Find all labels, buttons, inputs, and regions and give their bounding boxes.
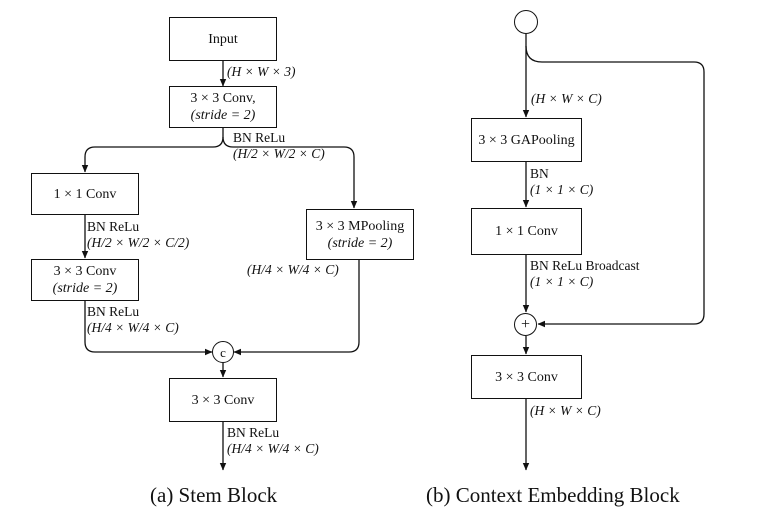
ce-conv3x3-label: 3 × 3 Conv [495, 369, 558, 385]
conv-stride-param: (stride = 2) [190, 108, 256, 123]
concat-node: c [212, 341, 234, 363]
gap-label: 3 × 3 GAPooling [478, 132, 575, 148]
caption-stem-block: (a) Stem Block [150, 483, 278, 507]
stem-final-conv-label: 3 × 3 Conv [191, 392, 255, 408]
input-label: Input [208, 31, 238, 47]
arrow-split-left [81, 136, 224, 173]
conv1x1-box: 1 × 1 Conv [31, 173, 139, 215]
caption-context-embedding-block: (b) Context Embedding Block [426, 483, 680, 507]
mpooling-shape-label: (H/4 × W/4 × C) [247, 262, 339, 277]
conv-stride-label: 3 × 3 Conv, [190, 91, 256, 106]
bn-relu-shape-label-4: BN ReLu (H/4 × W/4 × C) [227, 425, 319, 456]
mpooling-param: (stride = 2) [327, 235, 393, 251]
ce-output-shape-label: (H × W × C) [530, 403, 601, 418]
mpooling-label: 3 × 3 MPooling [315, 218, 405, 234]
arrow-split-right [222, 136, 358, 209]
conv3x3-stride-box: 3 × 3 Conv (stride = 2) [31, 259, 139, 301]
gap-box: 3 × 3 GAPooling [471, 118, 582, 162]
stem-final-conv-box: 3 × 3 Conv [169, 378, 277, 422]
input-box: Input [169, 17, 277, 61]
add-node: + [514, 313, 537, 336]
conv3x3-stride-label: 3 × 3 Conv [53, 264, 117, 279]
conv-stride-box: 3 × 3 Conv, (stride = 2) [169, 86, 277, 128]
ce-broadcast-shape-label: BN ReLu Broadcast (1 × 1 × C) [530, 258, 640, 289]
ce-input-node [514, 10, 538, 34]
arrow-left-to-concat [84, 301, 213, 356]
ce-conv1x1-box: 1 × 1 Conv [471, 208, 582, 255]
bn-relu-shape-label-1: BN ReLu (H/2 × W/2 × C) [233, 130, 325, 161]
input-shape-label: (H × W × 3) [227, 64, 296, 79]
ce-conv1x1-label: 1 × 1 Conv [495, 224, 558, 239]
bn-relu-shape-label-3: BN ReLu (H/4 × W/4 × C) [87, 304, 179, 335]
ce-bn-shape-label: BN (1 × 1 × C) [530, 166, 594, 197]
bn-relu-shape-label-2: BN ReLu (H/2 × W/2 × C/2) [87, 219, 190, 250]
arrow-pool-to-concat [233, 260, 360, 356]
mpooling-box: 3 × 3 MPooling (stride = 2) [306, 209, 414, 260]
ce-input-shape-label: (H × W × C) [531, 91, 602, 106]
conv3x3-stride-param: (stride = 2) [52, 281, 118, 296]
conv1x1-label: 1 × 1 Conv [53, 186, 117, 202]
arrow-ce-skip [525, 45, 705, 328]
ce-conv3x3-box: 3 × 3 Conv [471, 355, 582, 399]
